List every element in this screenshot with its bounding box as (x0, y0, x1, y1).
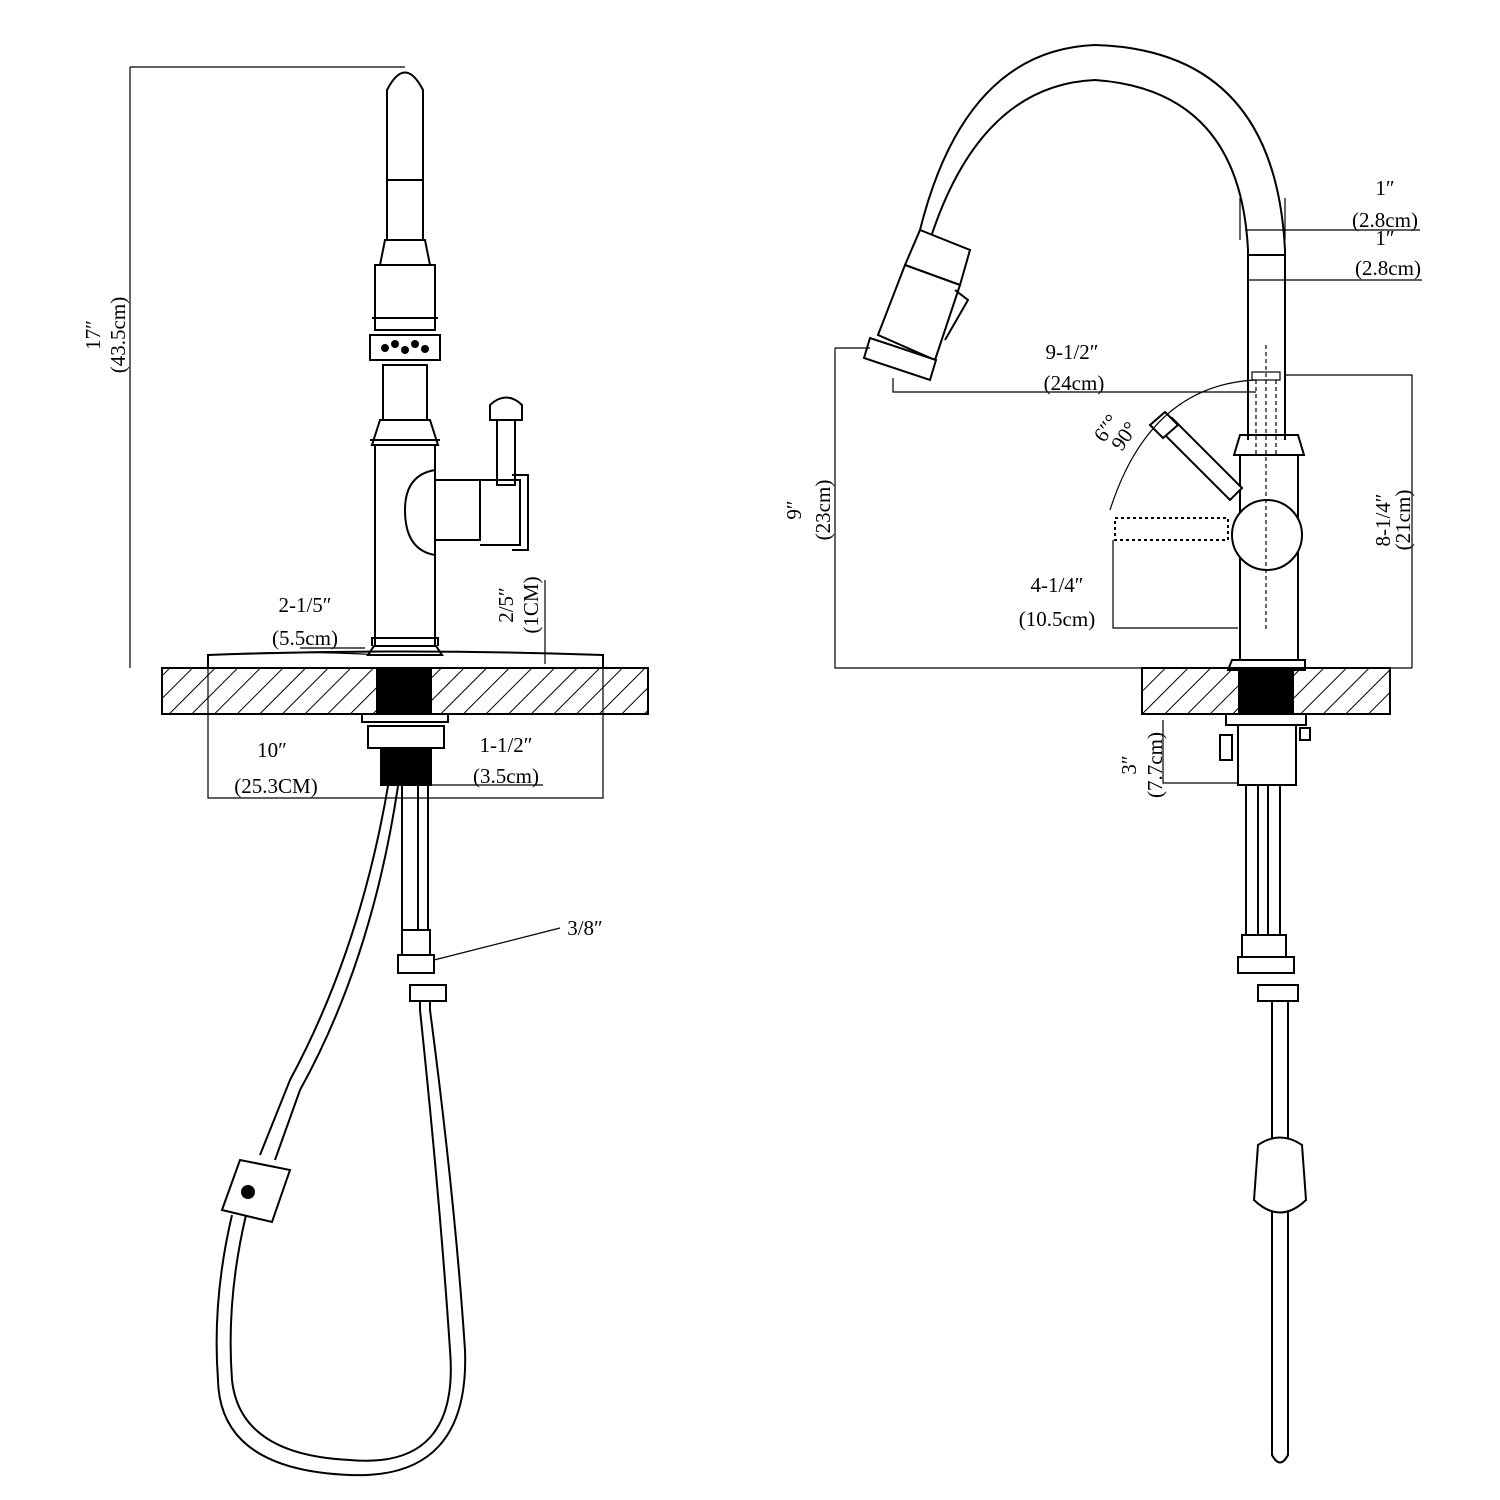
body-height-cm: (21cm) (1391, 490, 1415, 551)
spout-height-cm: (23cm) (811, 480, 835, 541)
handle-hub (1231, 499, 1303, 571)
left-height-cm: (43.5cm) (106, 297, 130, 373)
faucet-body (374, 444, 436, 647)
plate-cm: (25.3CM) (234, 774, 317, 798)
handle-cm: (10.5cm) (1019, 607, 1095, 631)
spout-in-a: 1″ (1375, 176, 1394, 200)
base-in: 2-1/5″ (278, 593, 331, 617)
reach-in: 9-1/2″ (1045, 340, 1098, 364)
dimension-labels: 17″ (43.5cm) 2-1/5″ (5.5cm) 2/5″ (1CM) 1… (81, 176, 1421, 940)
reach-cm: (24cm) (1044, 371, 1105, 395)
deck-plate (207, 650, 604, 668)
right-side-view (834, 43, 1422, 1464)
hose-weight-side (1252, 1136, 1308, 1214)
shank-in: 1-1/2″ (479, 733, 532, 757)
spout-inner (929, 78, 1249, 440)
shank-through-deck (376, 668, 432, 714)
body-height-in: 8-1/4″ (1371, 493, 1395, 546)
right-shank-in: 3″ (1117, 755, 1141, 774)
spout-in-b: 1″ (1375, 226, 1394, 250)
spout-cm-b: (2.8cm) (1355, 256, 1421, 280)
left-front-view (129, 66, 649, 1477)
right-shank-cm: (7.7cm) (1143, 732, 1167, 798)
left-height-in: 17″ (81, 320, 105, 350)
deck-cm: (1CM) (519, 576, 543, 633)
shank-cm: (3.5cm) (473, 764, 539, 788)
plate-in: 10″ (257, 738, 287, 762)
handle-in: 4-1/4″ (1030, 573, 1083, 597)
spout-cm-a: (2.8cm) (1352, 208, 1418, 232)
deck-in: 2/5″ (494, 587, 518, 623)
hose-weight (220, 1158, 292, 1224)
base-cm: (5.5cm) (272, 626, 338, 650)
spout-height-in: 9″ (782, 500, 806, 519)
hose-in: 3/8″ (567, 916, 603, 940)
